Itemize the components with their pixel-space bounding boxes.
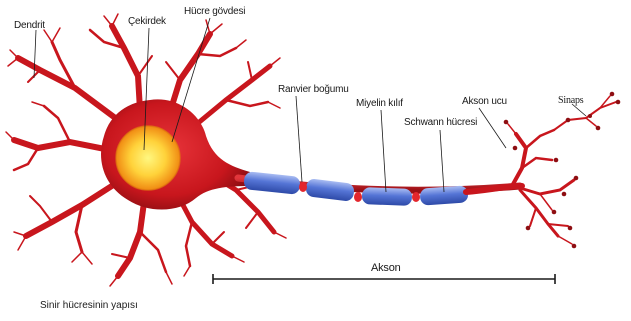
axon-terminal — [466, 96, 616, 244]
axon-span-bar — [213, 274, 555, 284]
label-myelin-sheath: Miyelin kılıf — [356, 98, 403, 109]
label-axon-terminal: Akson ucu — [462, 96, 507, 107]
diagram-caption: Sinir hücresinin yapısı — [40, 300, 138, 311]
label-nucleus: Çekirdek — [128, 16, 166, 27]
label-cell-body: Hücre gövdesi — [184, 6, 245, 17]
label-dendrite: Dendrit — [14, 20, 45, 31]
label-axon: Akson — [371, 262, 401, 274]
label-node-of-ranvier: Ranvier boğumu — [278, 84, 349, 95]
label-schwann-cell: Schwann hücresi — [404, 117, 477, 128]
label-synapse: Sinaps — [558, 95, 583, 106]
